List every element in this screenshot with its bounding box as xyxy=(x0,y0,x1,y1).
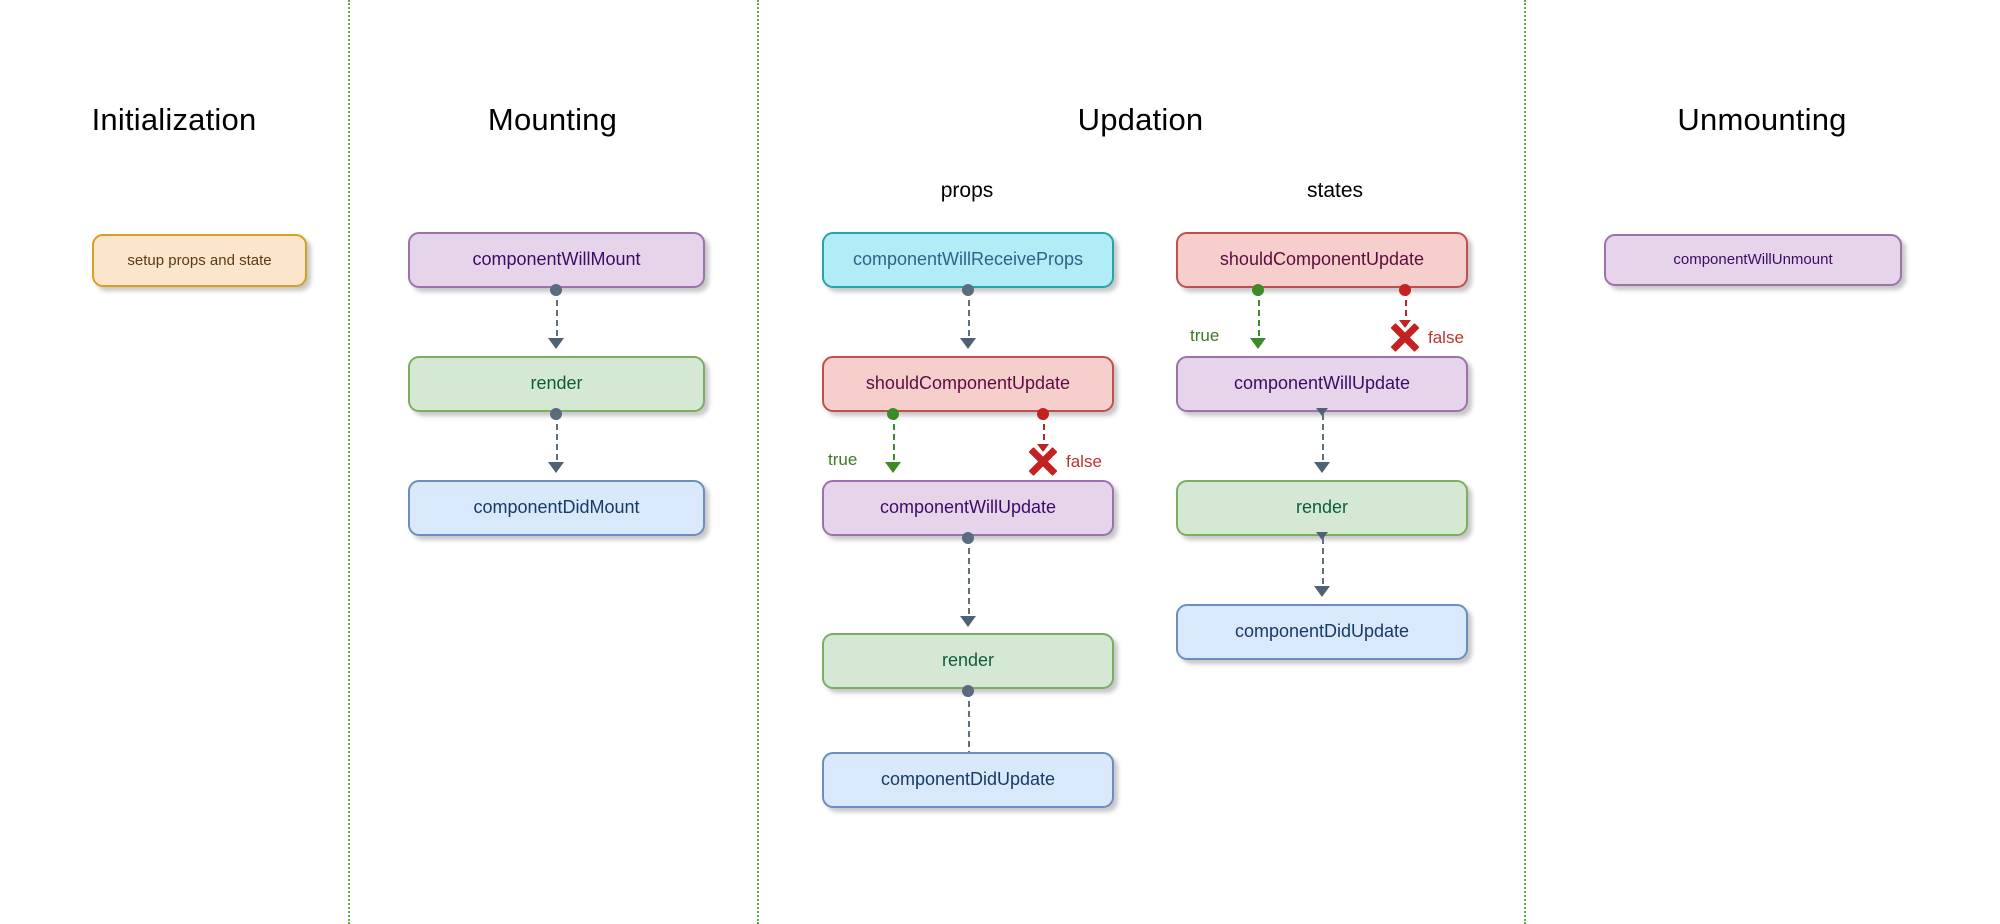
node-component-will-mount[interactable]: componentWillMount xyxy=(408,232,705,288)
branch-true-connector-states xyxy=(1258,290,1260,346)
node-component-did-update-props[interactable]: componentDidUpdate xyxy=(822,752,1114,808)
node-component-will-receive-props[interactable]: componentWillReceiveProps xyxy=(822,232,1114,288)
branch-true-arrowhead xyxy=(885,462,901,473)
column-title-unmounting: Unmounting xyxy=(1677,102,1847,137)
branch-label-false-props: false xyxy=(1066,452,1102,471)
connector-will-mount-to-render xyxy=(556,290,558,346)
node-component-did-mount[interactable]: componentDidMount xyxy=(408,480,705,536)
subcolumn-title-props: props xyxy=(940,179,994,202)
connector-arrowhead xyxy=(548,338,564,349)
branch-false-connector-states xyxy=(1405,290,1407,326)
column-separator-2 xyxy=(757,0,759,924)
connector-start-arrowhead xyxy=(1316,532,1328,540)
branch-label-false-states: false xyxy=(1428,328,1464,347)
node-render-mounting[interactable]: render xyxy=(408,356,705,412)
column-separator-3 xyxy=(1524,0,1526,924)
terminate-x-icon xyxy=(1026,444,1060,478)
node-render-props[interactable]: render xyxy=(822,633,1114,689)
connector-arrowhead xyxy=(548,462,564,473)
column-separator-1 xyxy=(348,0,350,924)
terminate-x-icon xyxy=(1388,320,1422,354)
connector-arrowhead xyxy=(1314,586,1330,597)
node-should-component-update-props[interactable]: shouldComponentUpdate xyxy=(822,356,1114,412)
node-should-component-update-states[interactable]: shouldComponentUpdate xyxy=(1176,232,1468,288)
branch-true-connector-props xyxy=(893,414,895,470)
subcolumn-title-states: states xyxy=(1306,179,1364,202)
node-component-will-unmount[interactable]: componentWillUnmount xyxy=(1604,234,1902,286)
node-setup-props-and-state[interactable]: setup props and state xyxy=(92,234,307,287)
connector-arrowhead xyxy=(960,616,976,627)
branch-false-arrowhead xyxy=(1037,444,1049,452)
branch-label-true-props: true xyxy=(828,450,858,469)
connector-will-update-to-render-states xyxy=(1322,414,1324,470)
connector-arrowhead xyxy=(960,338,976,349)
connector-start-arrowhead xyxy=(1316,408,1328,416)
column-title-initialization: Initialization xyxy=(91,102,257,137)
connector-render-to-did-update-props xyxy=(968,691,970,777)
node-component-will-update-states[interactable]: componentWillUpdate xyxy=(1176,356,1468,412)
column-title-updation: Updation xyxy=(1077,102,1204,137)
branch-true-arrowhead xyxy=(1250,338,1266,349)
node-component-did-update-states[interactable]: componentDidUpdate xyxy=(1176,604,1468,660)
connector-will-update-to-render-props xyxy=(968,538,970,624)
connector-arrowhead xyxy=(1314,462,1330,473)
branch-false-connector-props xyxy=(1043,414,1045,450)
column-title-mounting: Mounting xyxy=(487,102,618,137)
node-component-will-update-props[interactable]: componentWillUpdate xyxy=(822,480,1114,536)
branch-label-true-states: true xyxy=(1190,326,1220,345)
connector-receive-props-to-should-update xyxy=(968,290,970,346)
connector-render-to-did-update-states xyxy=(1322,538,1324,594)
connector-render-to-did-mount xyxy=(556,414,558,470)
branch-false-arrowhead xyxy=(1399,320,1411,328)
node-render-states[interactable]: render xyxy=(1176,480,1468,536)
